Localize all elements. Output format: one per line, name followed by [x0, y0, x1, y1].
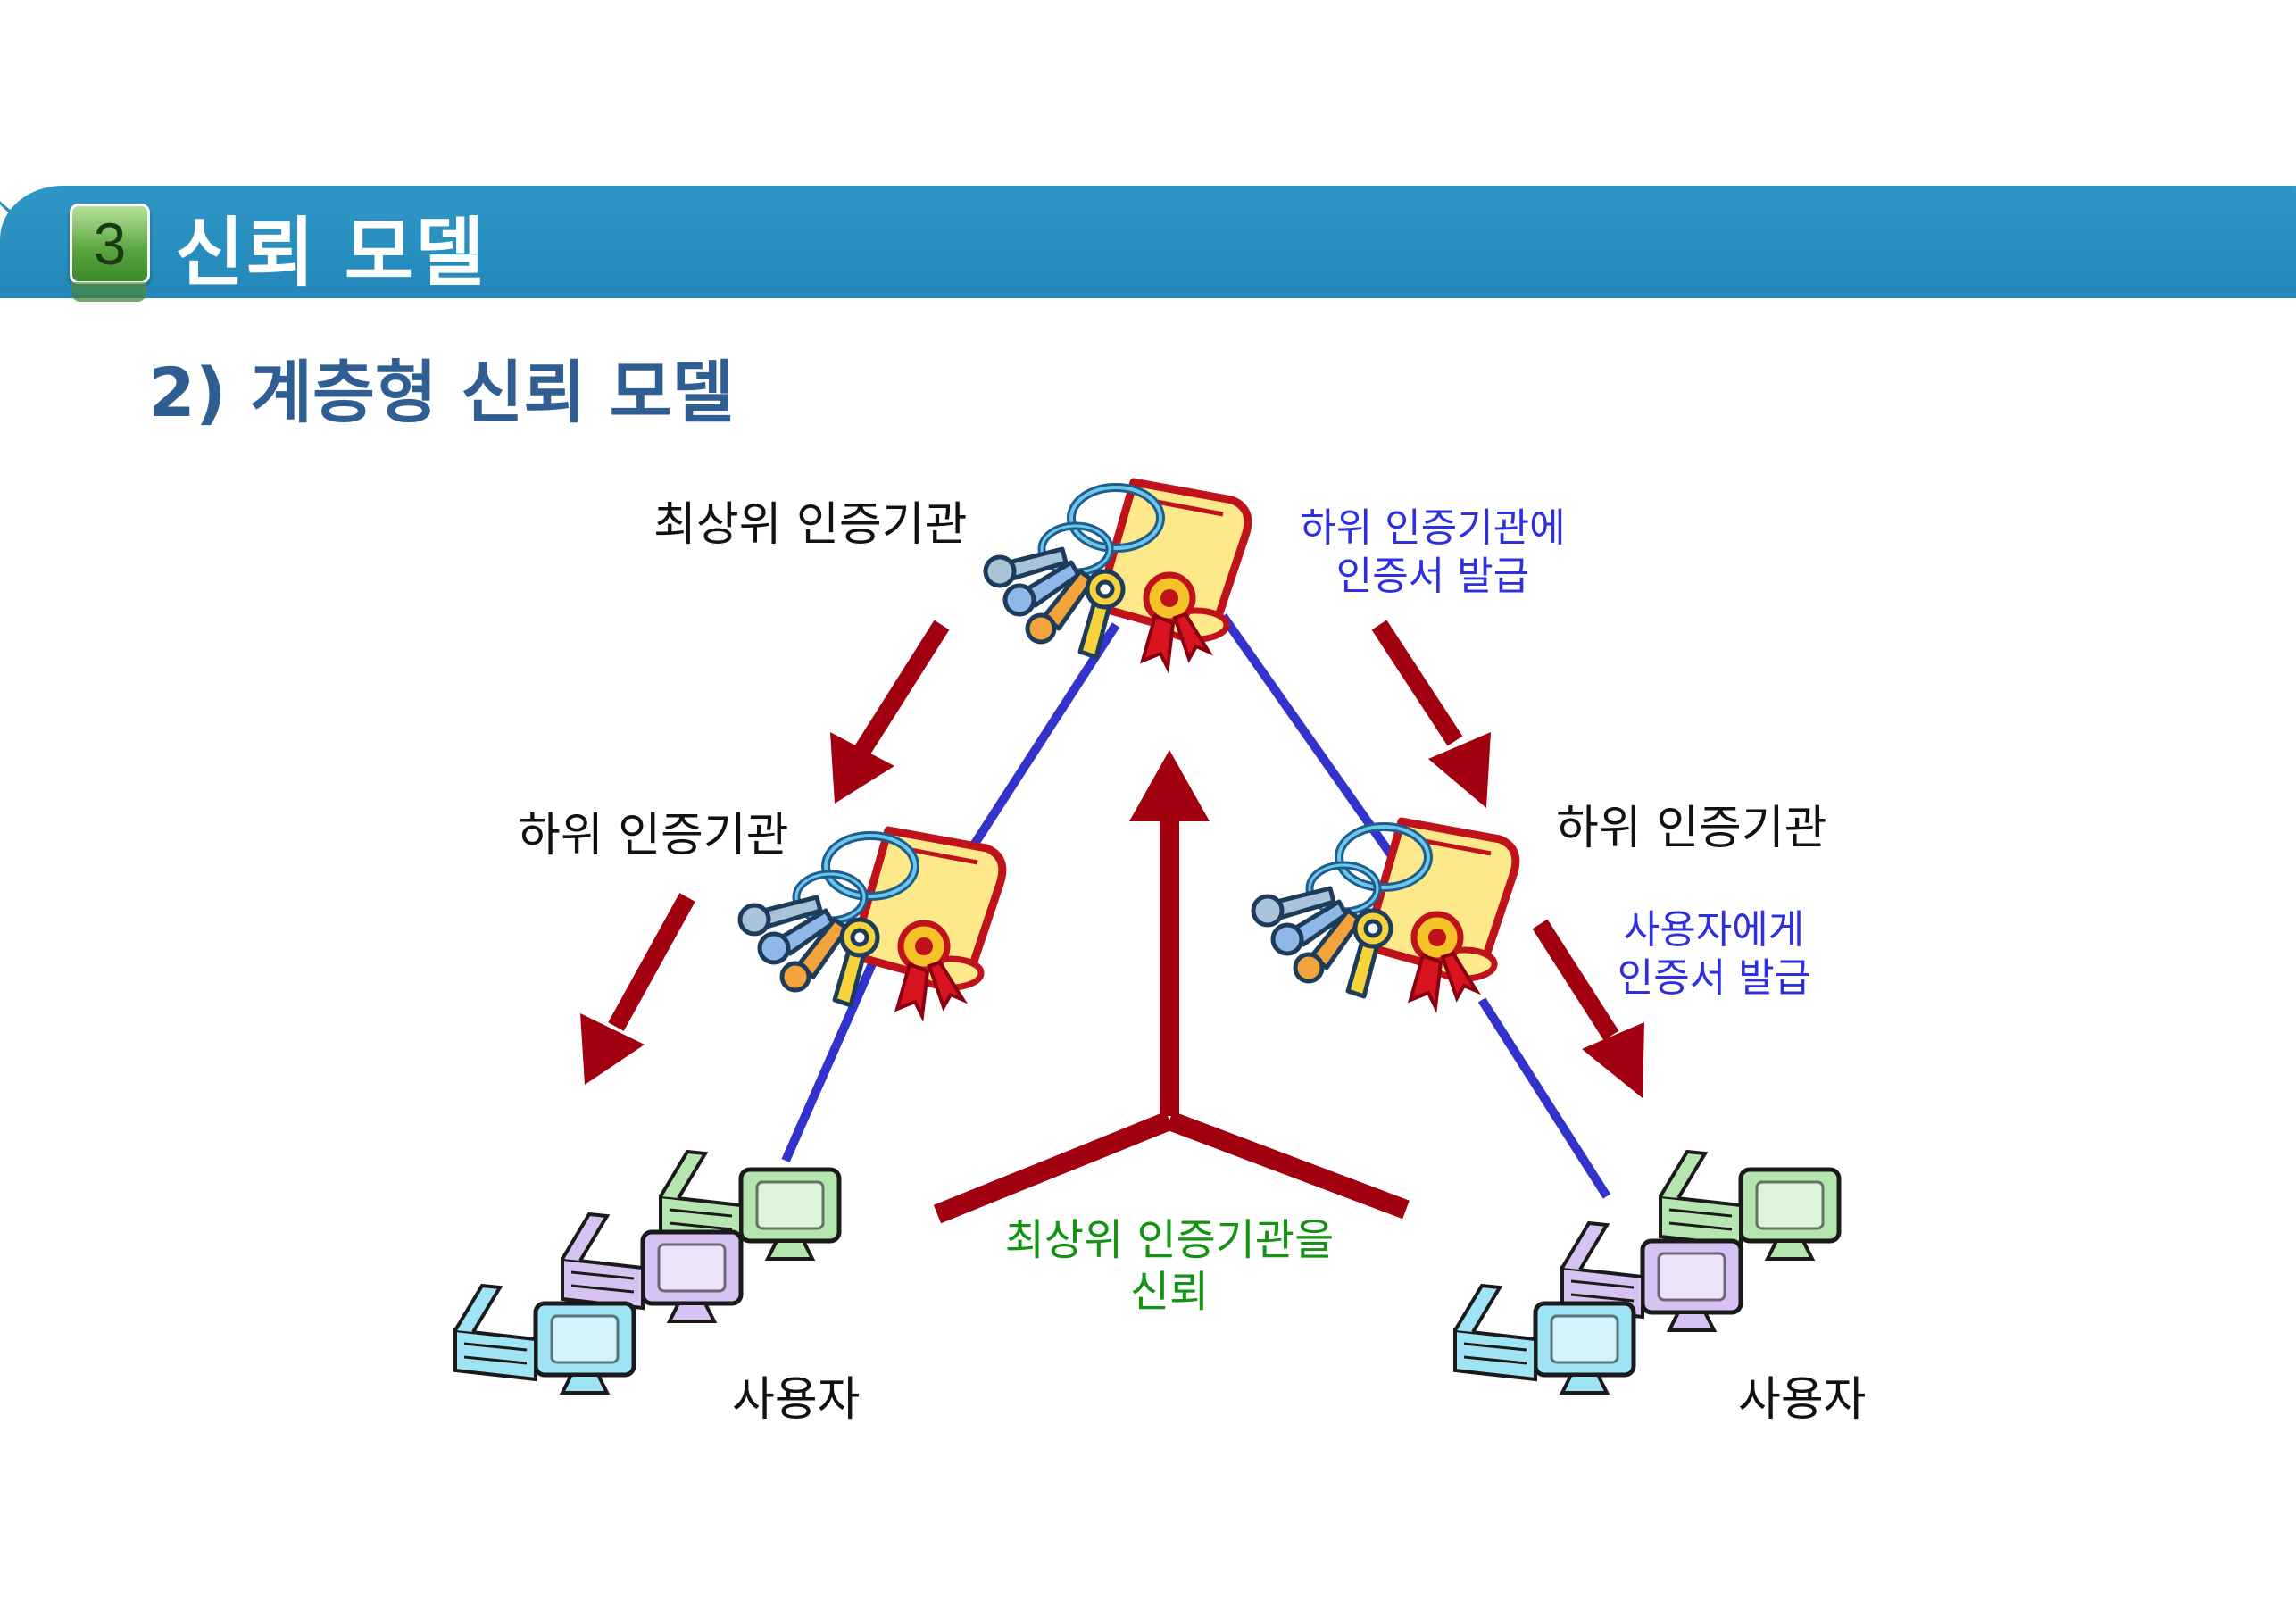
section-title: 신뢰 모델 [175, 209, 487, 296]
link-root-to-right-ca [1219, 613, 1397, 860]
trust-root-line2: 신뢰 [1129, 1267, 1210, 1317]
section-header-bar [0, 186, 2296, 298]
arrow-left-ca-to-users [580, 893, 695, 1085]
section-number-badge: 3 [70, 204, 150, 284]
issue-to-sub-ca-line2: 인증서 발급 [1335, 554, 1530, 599]
users-left-computers-icon [455, 1152, 839, 1393]
badge-reflection [71, 282, 146, 302]
users-right-computers-icon [1455, 1152, 1839, 1393]
arrow-right-ca-to-users [1532, 919, 1644, 1098]
users-right-label: 사용자 [1738, 1373, 1867, 1427]
issue-to-sub-ca-line1: 하위 인증기관에 [1300, 505, 1566, 551]
issue-to-user-note: 사용자에게 인증서 발급 [1607, 906, 1821, 1003]
root-ca-icon [986, 482, 1248, 668]
trust-root-note: 최상위 인증기관을 신뢰 [991, 1214, 1348, 1318]
section-number: 3 [93, 211, 127, 277]
arrow-root-to-right-ca [1371, 620, 1491, 808]
root-ca-label: 최상위 인증기관 [653, 498, 968, 552]
issue-to-sub-ca-note: 하위 인증기관에 인증서 발급 [1294, 504, 1571, 601]
link-left-ca-to-users [781, 935, 888, 1163]
trust-root-line1: 최상위 인증기관을 [1004, 1215, 1335, 1265]
link-right-ca-to-users [1477, 997, 1611, 1199]
users-left-label: 사용자 [732, 1373, 861, 1427]
sub-ca-right-label: 하위 인증기관 [1556, 802, 1827, 855]
page-subtitle: 2) 계층형 신뢰 모델 [148, 353, 735, 432]
trust-arrow [933, 750, 1410, 1224]
issue-to-user-line1: 사용자에게 [1623, 907, 1805, 953]
sub-ca-left-label: 하위 인증기관 [518, 809, 789, 862]
arrow-root-to-left-ca [830, 620, 950, 804]
issue-to-user-line2: 인증서 발급 [1617, 955, 1811, 1001]
